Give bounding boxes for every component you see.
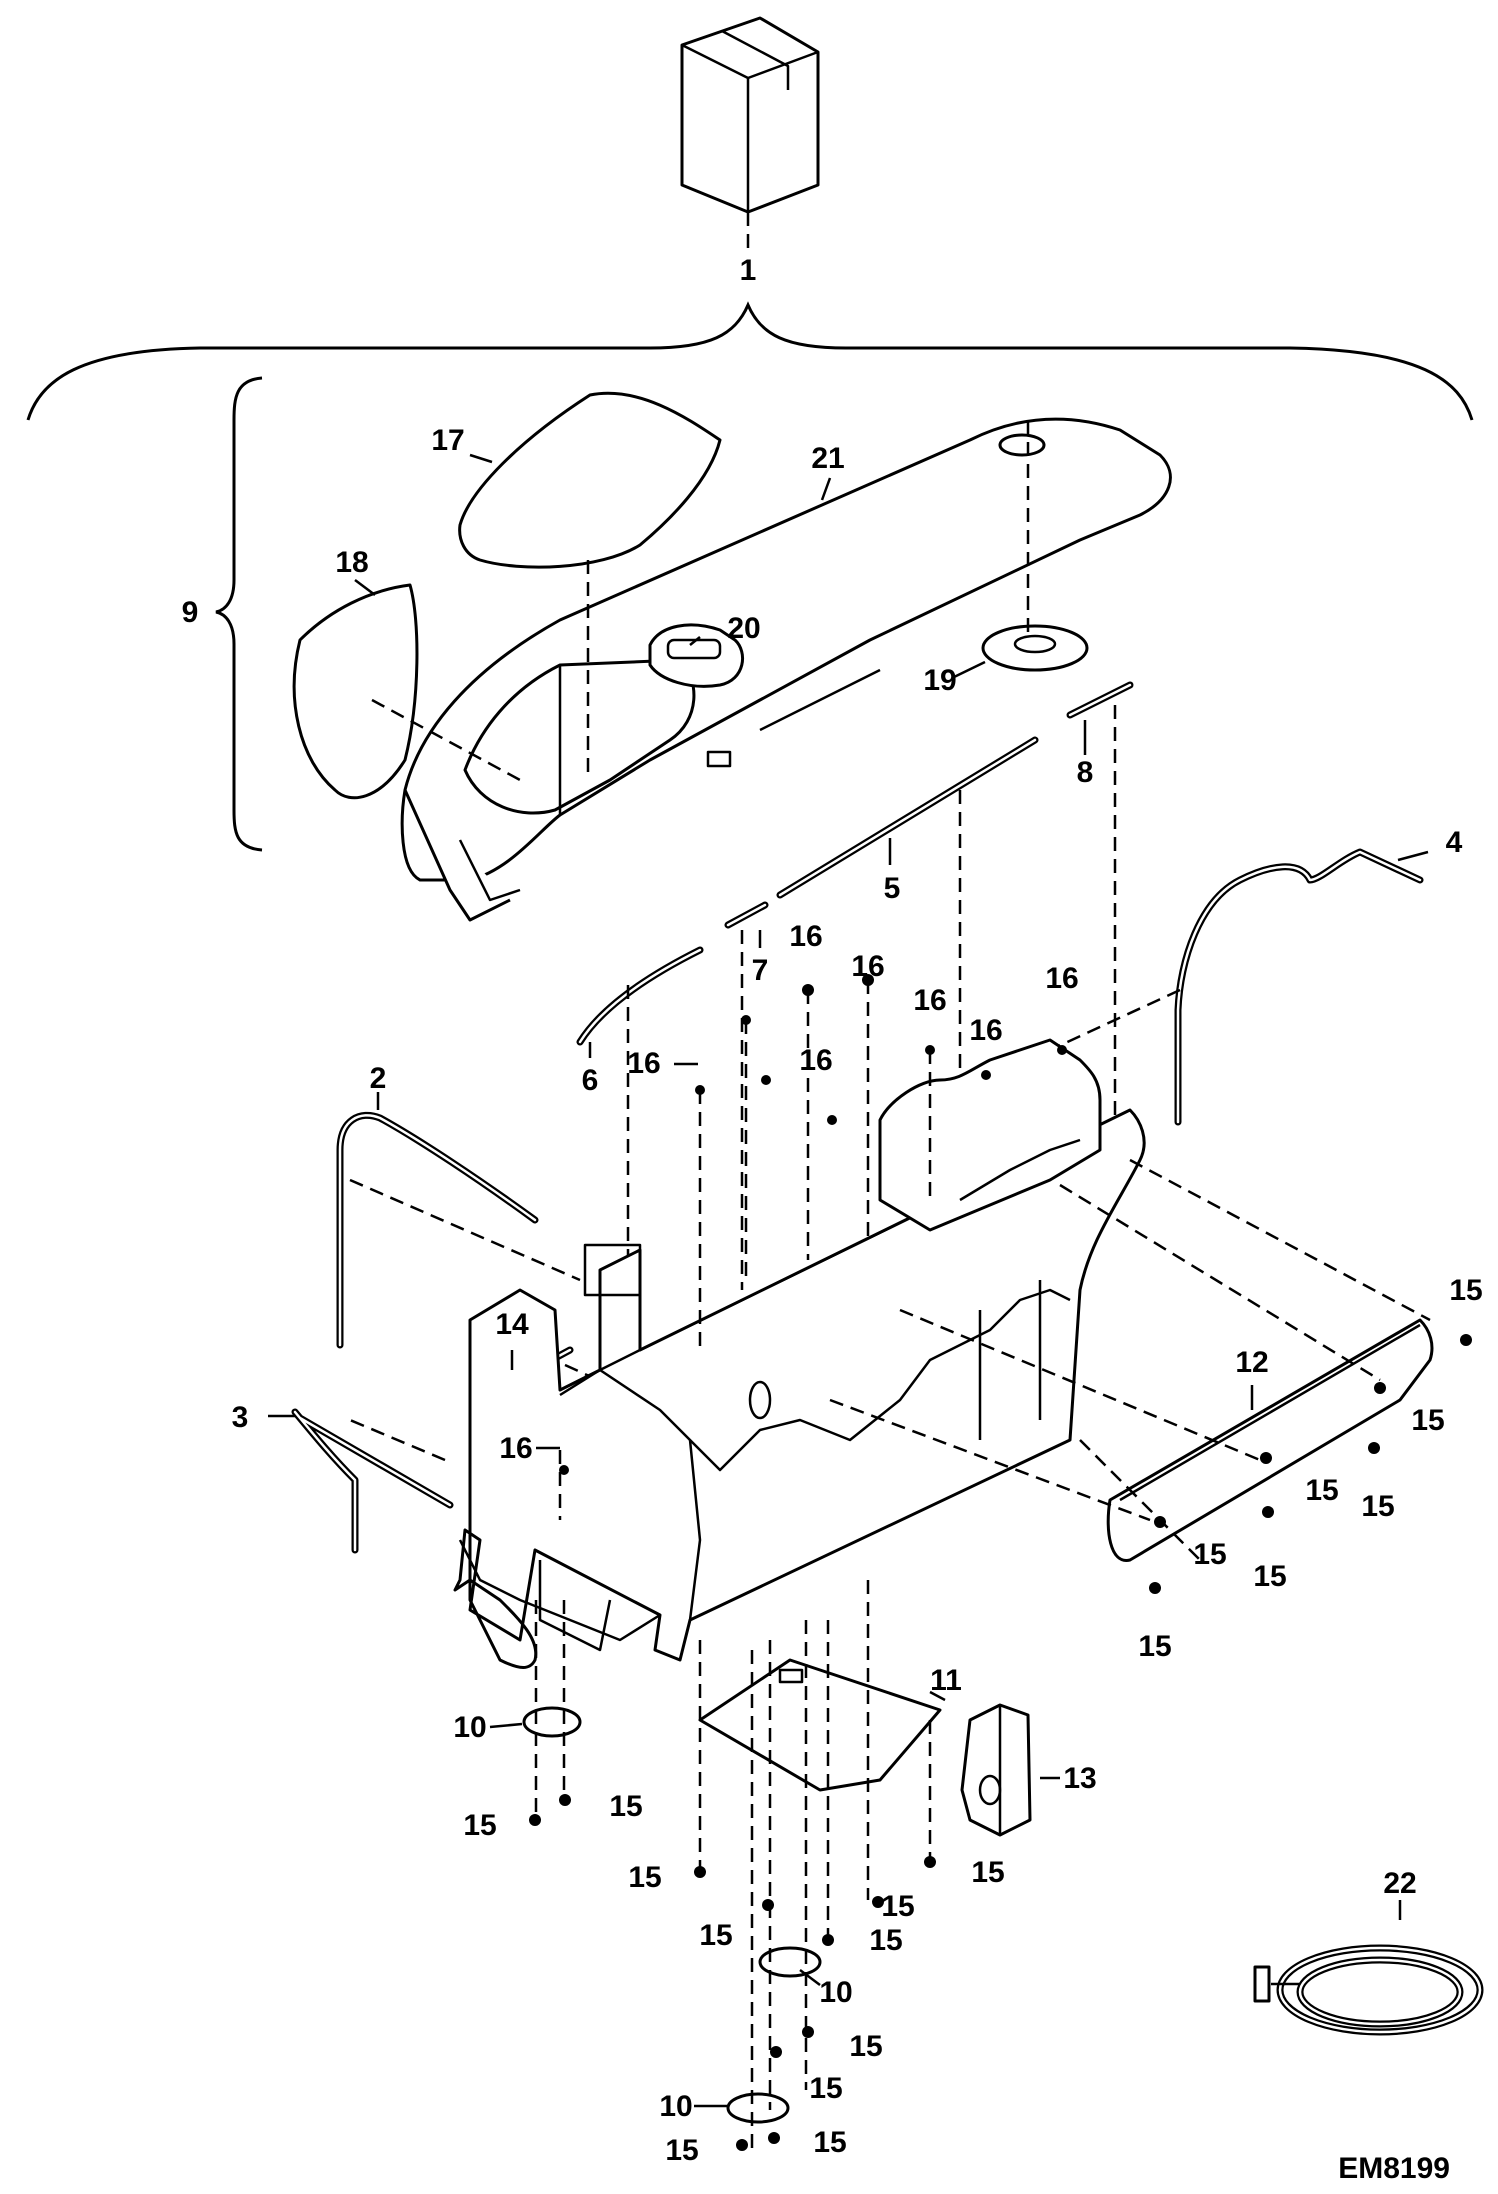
assembly-line: [349, 1418, 446, 1462]
callout-17: 17: [431, 424, 464, 457]
callout-2: 2: [370, 1062, 387, 1095]
side-window-glass: [292, 583, 419, 800]
callout-15-g: 15: [1138, 1630, 1171, 1663]
callout-16-d: 16: [1045, 962, 1078, 995]
handle-recess: [648, 623, 744, 688]
callout-9: 9: [182, 596, 199, 629]
callout-15-h: 15: [463, 1809, 496, 1842]
retaining-ring-upper: [522, 1706, 582, 1738]
callout-21: 21: [811, 442, 844, 475]
callout-16-f: 16: [627, 1047, 660, 1080]
callout-10-upper: 10: [453, 1711, 486, 1744]
callout-11: 11: [930, 1664, 962, 1697]
callout-15-c: 15: [1305, 1474, 1338, 1507]
callout-15-r: 15: [813, 2126, 846, 2159]
callout-16-b: 16: [851, 950, 884, 983]
fastener-assembly-lines: [534, 980, 1431, 2150]
callout-15-e: 15: [1193, 1538, 1226, 1571]
callout-16-a: 16: [789, 920, 822, 953]
callout-labels: 1 17 21 18 9 20 19 8 5 4 7 6 2 14 3 12 1…: [182, 254, 1483, 2167]
frame-rear-panel: [878, 1038, 1102, 1232]
seal-strip-4: [1174, 848, 1424, 1126]
bolt-heads: [529, 974, 1472, 2151]
assembly-line: [1049, 988, 1181, 1052]
seal-strip-2: [336, 1111, 539, 1349]
main-frame: [453, 1108, 1146, 1669]
side-panel: [1106, 1318, 1434, 1562]
callout-15-m: 15: [699, 1919, 732, 1952]
callout-15-q: 15: [665, 2134, 698, 2167]
callout-10-middle: 10: [819, 1976, 852, 2009]
callout-15-a: 15: [1449, 1274, 1482, 1307]
callout-22: 22: [1383, 1867, 1416, 1900]
callout-15-k: 15: [971, 1856, 1004, 1889]
callout-6: 6: [582, 1064, 599, 1097]
grommet: [981, 624, 1089, 672]
callout-16-c: 16: [913, 984, 946, 1017]
callout-4: 4: [1446, 826, 1463, 859]
assembly-line: [371, 698, 521, 782]
seal-strip-5: [776, 736, 1039, 899]
callout-15-d: 15: [1361, 1490, 1394, 1523]
callout-15-b: 15: [1411, 1404, 1444, 1437]
kit-box-icon: [680, 16, 820, 214]
drawing-code: EM8199: [1338, 2152, 1450, 2185]
seal-strip-3: [291, 1408, 454, 1554]
callout-3: 3: [232, 1401, 249, 1434]
retaining-ring-lower: [726, 2092, 790, 2124]
callout-15-o: 15: [849, 2030, 882, 2063]
callout-15-i: 15: [609, 1790, 642, 1823]
skid-plate: [698, 1658, 942, 1792]
callout-15-f: 15: [1253, 1560, 1286, 1593]
callout-19: 19: [923, 664, 956, 697]
callout-15-l: 15: [881, 1890, 914, 1923]
assembly-line: [349, 1178, 581, 1282]
callout-16-h: 16: [499, 1432, 532, 1465]
callout-12: 12: [1235, 1346, 1268, 1379]
callout-16-g: 16: [799, 1044, 832, 1077]
callout-15-n: 15: [869, 1924, 902, 1957]
top-cover-panel: [400, 417, 1172, 922]
callout-7: 7: [752, 954, 769, 987]
callout-16-e: 16: [969, 1014, 1002, 1047]
assembly-brace: [26, 301, 1474, 421]
seal-strip-8: [1066, 681, 1134, 719]
callout-5: 5: [884, 872, 901, 905]
callout-15-j: 15: [628, 1861, 661, 1894]
seal-strip-6: [576, 946, 704, 1046]
callout-18: 18: [335, 546, 368, 579]
callout-10-lower: 10: [659, 2090, 692, 2123]
leader-lines: [268, 453, 1429, 2108]
callout-14: 14: [495, 1308, 529, 1341]
bracket-block: [960, 1703, 1032, 1837]
callout-1: 1: [740, 254, 757, 287]
callout-8: 8: [1077, 756, 1094, 789]
callout-15-p: 15: [809, 2072, 842, 2105]
trim-coil: [1253, 1944, 1484, 2036]
top-window-glass: [458, 391, 722, 569]
callout-13: 13: [1063, 1762, 1096, 1795]
callout-20: 20: [727, 612, 760, 645]
cover-group-brace: [215, 376, 263, 852]
seal-strip-7: [724, 901, 769, 929]
